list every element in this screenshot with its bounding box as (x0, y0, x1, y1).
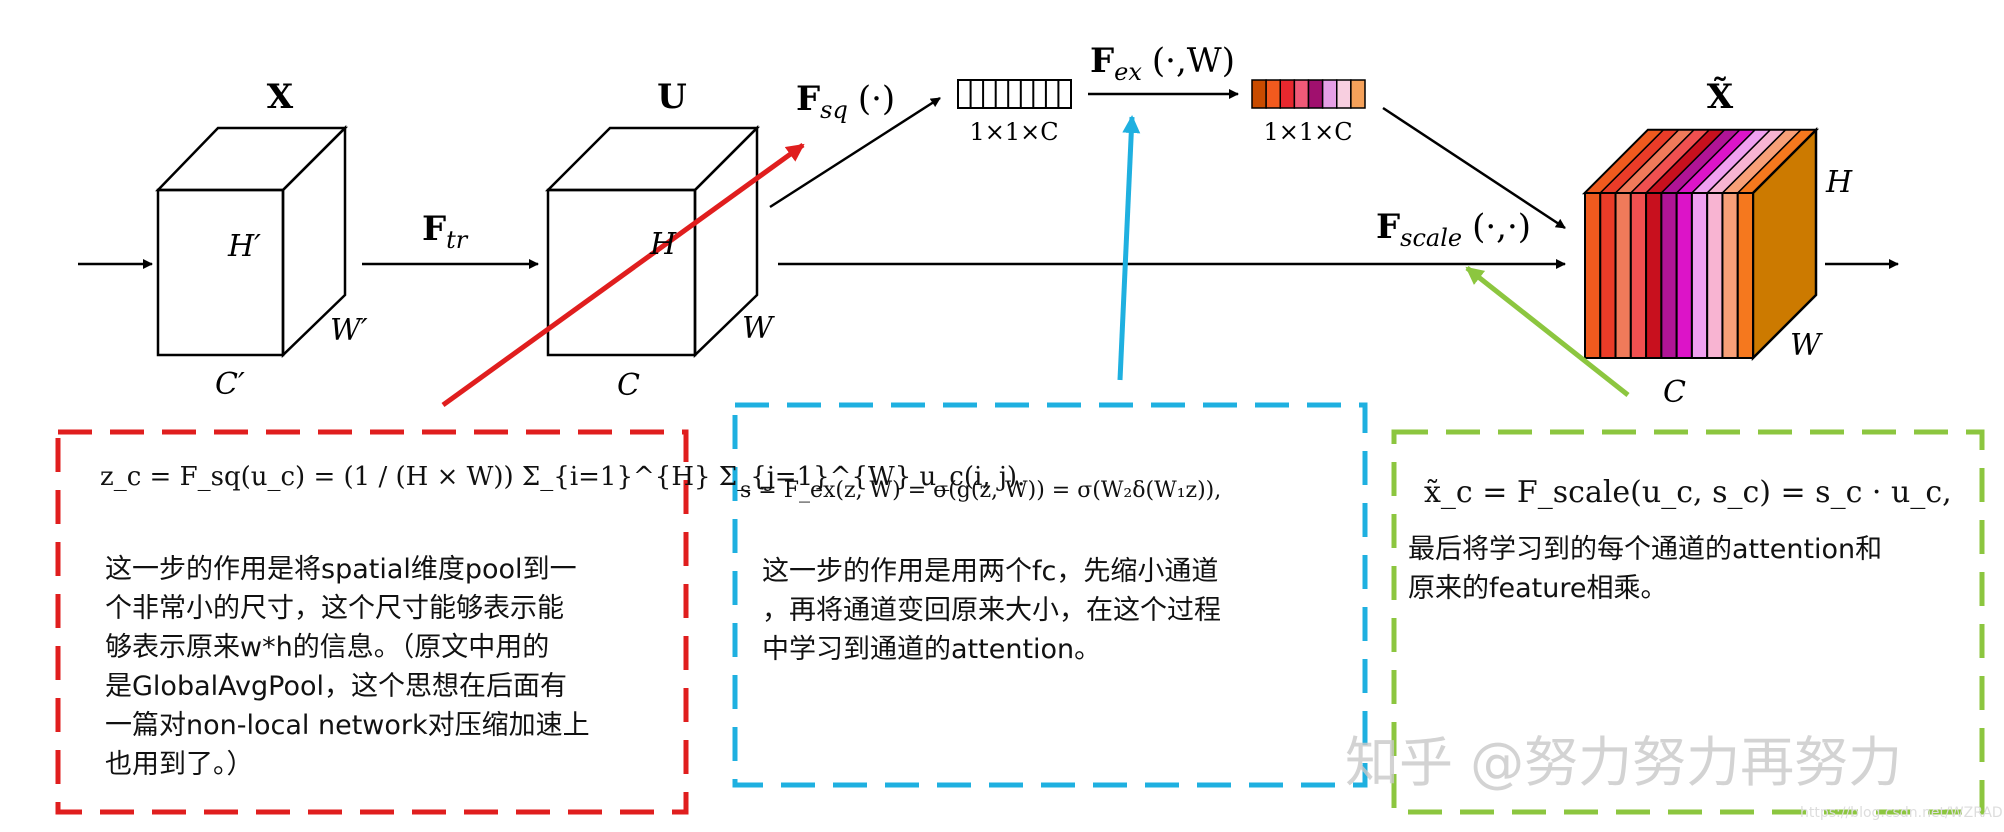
vector-s-cell (1279, 79, 1296, 109)
vector-s-cell (1336, 79, 1352, 109)
label-f-scale: Fscale(·,·) (1376, 207, 1531, 252)
output-channel-slab (1721, 192, 1739, 359)
scale-in-arrow (1382, 106, 1566, 230)
label-x-tilde: X̃ (1707, 77, 1734, 117)
label-w-u: W (742, 311, 775, 346)
red-pointer-arrow (441, 142, 805, 408)
excitation-formula: s = F_ex(z, W) = σ(g(z, W)) = σ(W₂δ(W₁z)… (740, 478, 1222, 503)
label-h-out: H (1825, 165, 1853, 200)
f-sq-arrow (769, 96, 941, 209)
label-x: X (267, 77, 294, 117)
output-channel-slab (1660, 192, 1678, 359)
green-pointer-arrow (1465, 266, 1630, 397)
cube-x (155, 124, 349, 358)
label-vec-dims-2: 1×1×C (1263, 118, 1352, 146)
scale-formula: x̃_c = F_scale(u_c, s_c) = s_c · u_c, (1424, 475, 1952, 510)
cube-x-tilde (1581, 126, 1820, 362)
label-h-u: H (649, 227, 677, 262)
blue-pointer-arrow (1117, 115, 1141, 381)
excitation-description: 这一步的作用是用两个fc，先缩小通道 ，再将通道变回原来大小，在这个过程 中学习… (762, 556, 1221, 665)
label-w-prime: W′ (330, 313, 368, 348)
squeeze-description: 这一步的作用是将spatial维度pool到一 个非常小的尺寸，这个尺寸能够表示… (105, 554, 590, 780)
output-channel-slab (1614, 192, 1632, 359)
squeeze-box (55, 429, 689, 815)
output-channel-slab (1584, 192, 1602, 359)
label-f-tr: Ftr (422, 209, 469, 254)
watermark-credit: https://blog.csdn.net/WZRAD (1800, 805, 2003, 821)
vector-s-cell (1251, 79, 1267, 109)
vector-s-cell (1321, 79, 1338, 109)
scale-description: 最后将学习到的每个通道的attention和 原来的feature相乘。 (1408, 534, 1883, 604)
vector-s-cell (1307, 79, 1324, 109)
output-channel-slab (1629, 192, 1648, 359)
label-c-prime: C′ (215, 367, 245, 402)
output-channel-slab (1645, 192, 1663, 359)
vector-s-cell (1293, 79, 1310, 109)
label-h-prime: H′ (227, 229, 261, 264)
vector-s-cell (1265, 79, 1281, 109)
label-f-ex: Fex(·,W) (1090, 41, 1235, 86)
label-c-u: C (617, 368, 640, 403)
label-w-out: W (1790, 328, 1823, 363)
output-channel-slab (1706, 192, 1724, 359)
vector-z (957, 79, 1072, 109)
label-vec-dims-1: 1×1×C (969, 118, 1058, 146)
vector-s (1251, 79, 1366, 109)
label-u: U (657, 77, 687, 117)
label-c-out: C (1663, 375, 1686, 410)
watermark: 知乎 @努力努力再努力 (1345, 731, 1903, 794)
squeeze-formula: z_c = F_sq(u_c) = (1 / (H × W)) Σ_{i=1}^… (100, 462, 1026, 492)
vector-s-cell (1350, 79, 1366, 109)
output-channel-slab (1736, 192, 1755, 359)
scale-box (1391, 429, 1985, 815)
cube-u (544, 124, 761, 358)
output-channel-slab (1675, 192, 1693, 359)
output-channel-slab (1690, 192, 1709, 359)
excitation-box (732, 402, 1368, 788)
output-channel-slab (1599, 192, 1617, 359)
label-f-sq: Fsq(·) (796, 79, 895, 124)
